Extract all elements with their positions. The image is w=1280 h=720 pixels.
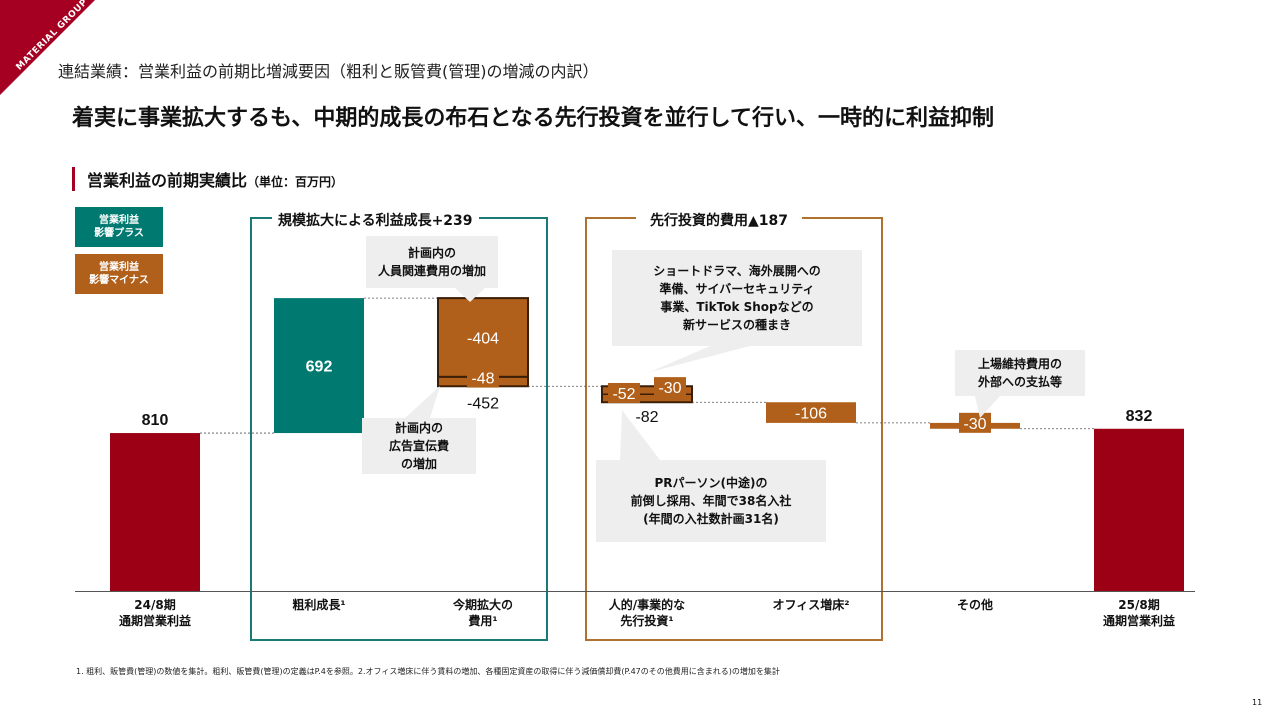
section-title-text: 営業利益の前期実績比 xyxy=(87,171,248,190)
group-box-growth xyxy=(250,219,548,641)
x-axis xyxy=(75,591,1195,592)
callout-pointer xyxy=(650,346,750,372)
callout-advertising: 計画内の 広告宣伝費 の増加 xyxy=(362,418,476,474)
label-other-bg xyxy=(959,412,991,433)
bar-office xyxy=(766,402,856,423)
callout-listing-cost: 上場維持費用の 外部への支払等 xyxy=(955,350,1085,396)
legend-plus: 営業利益 影響プラス xyxy=(75,207,163,247)
group-box-investment xyxy=(585,219,883,641)
x-label: 今期拡大の 費用¹ xyxy=(452,598,513,629)
label-gross: 692 xyxy=(306,359,333,376)
label-expense-total: -452 xyxy=(467,395,499,412)
label-expense-advertising-bg xyxy=(467,367,499,388)
label-expense-advertising: -48 xyxy=(471,371,494,388)
callout-new-business: ショートドラマ、海外展開への 準備、サイバーセキュリティ 事業、TikTok S… xyxy=(612,250,862,346)
footnote: 1. 粗利、販管費(管理)の数値を集計。粗利、販管費(管理)の定義はP.4を参照… xyxy=(76,667,780,676)
label-office: -106 xyxy=(795,406,827,423)
legend-minus: 営業利益 影響マイナス xyxy=(75,254,163,294)
logo-triangle xyxy=(0,0,95,95)
slide-subtitle: 連結業績：営業利益の前期比増減要因（粗利と販管費(管理)の増減の内訳） xyxy=(58,62,599,81)
x-label: その他 xyxy=(956,598,993,612)
bar-gross-profit xyxy=(274,298,364,434)
group-title-investment: 先行投資的費用▲187 xyxy=(636,210,802,230)
label-investment-total: -82 xyxy=(635,409,658,426)
x-label: オフィス増床² xyxy=(772,598,850,612)
callout-personnel: 計画内の 人員関連費用の増加 xyxy=(366,236,498,288)
bar-expense-personnel xyxy=(437,297,529,378)
callout-pointer xyxy=(975,396,1000,418)
bar-end xyxy=(1094,428,1184,591)
callout-pr-hiring: PRパーソン(中途)の 前倒し採用、年間で38名入社 (年間の入社数計画31名) xyxy=(596,460,826,542)
label-investment-human-bg xyxy=(608,382,640,403)
label-start: 810 xyxy=(142,412,169,429)
x-label: 粗利成長¹ xyxy=(292,598,346,612)
label-investment-business-bg xyxy=(654,377,686,398)
label-expense-personnel: -404 xyxy=(467,331,499,348)
label-investment-business: -30 xyxy=(658,380,681,397)
callout-pointer xyxy=(620,410,660,460)
x-label: 25/8期 通期営業利益 xyxy=(1102,598,1175,629)
bar-start xyxy=(110,433,200,591)
group-title-growth: 規模拡大による利益成長+239 xyxy=(272,210,479,230)
callout-pointer xyxy=(405,386,440,418)
x-label: 24/8期 通期営業利益 xyxy=(118,598,191,629)
label-investment-human: -52 xyxy=(612,386,635,403)
label-end: 832 xyxy=(1126,408,1153,425)
page-number: 11 xyxy=(1252,698,1263,707)
slide-headline: 着実に事業拡大するも、中期的成長の布石となる先行投資を並行して行い、一時的に利益… xyxy=(72,106,995,131)
x-label: 人的/事業的な 先行投資¹ xyxy=(608,598,686,629)
callout-pointer xyxy=(455,288,485,302)
section-title: 営業利益の前期実績比（単位：百万円） xyxy=(72,167,343,191)
label-other: -30 xyxy=(963,416,986,433)
unit-label: （単位：百万円） xyxy=(247,175,344,189)
